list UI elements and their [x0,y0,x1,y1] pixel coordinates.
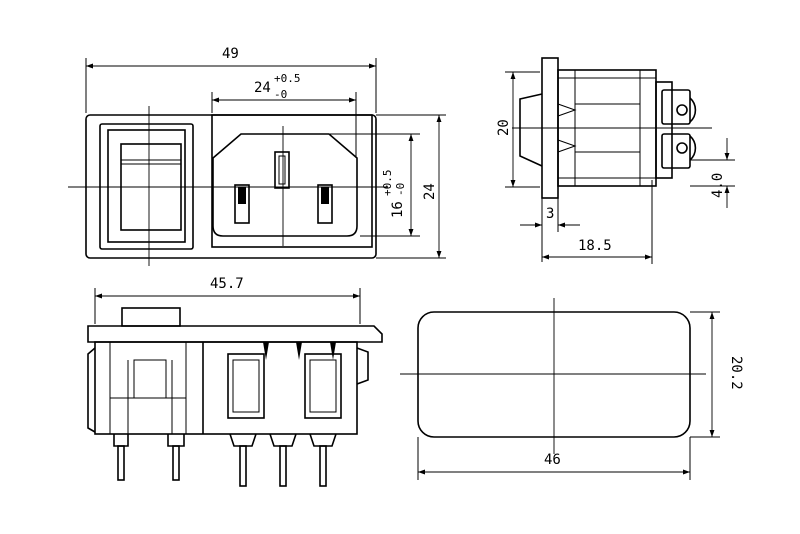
cutout-height-label: 20.2 [728,356,744,390]
section-view [87,307,383,487]
side-depth-label: 18.5 [578,238,612,254]
socket-width-label: 24 [254,80,271,96]
dim-body-width: 45.7 [94,276,361,324]
body-width-label: 45.7 [210,276,244,292]
socket-height-label: 16 [390,201,406,218]
terminal-offset-label: 4.0 [710,173,726,198]
dim-terminal-offset: 4.0 [690,138,735,208]
flange-thickness-label: 3 [546,206,554,222]
dim-cutout-width: 46 [417,437,691,480]
dim-side-height: 20 [496,71,540,188]
side-height-label: 20 [496,119,512,136]
socket-width-tol-lower: -0 [274,88,287,101]
panel-cutout [400,298,706,454]
dim-side-depth: 18.5 [542,180,653,264]
socket-height-tol-lower: -0 [394,183,407,196]
socket-width-tol-upper: +0.5 [274,72,301,85]
side-view [512,57,712,199]
cutout-width-label: 46 [544,452,561,468]
dim-front-height: 24 [376,114,446,259]
dim-cutout-height: 20.2 [690,311,744,438]
dim-flange-thickness: 3 [520,198,580,262]
front-width-label: 49 [222,46,239,62]
dim-front-width: 49 [85,46,377,113]
socket-height-tol-upper: +0.5 [381,170,394,197]
front-view [68,106,388,266]
front-height-label: 24 [422,183,438,200]
dim-socket-height: 16 +0.5 -0 [330,133,420,237]
dim-socket-width: 24 +0.5 -0 [211,72,357,158]
